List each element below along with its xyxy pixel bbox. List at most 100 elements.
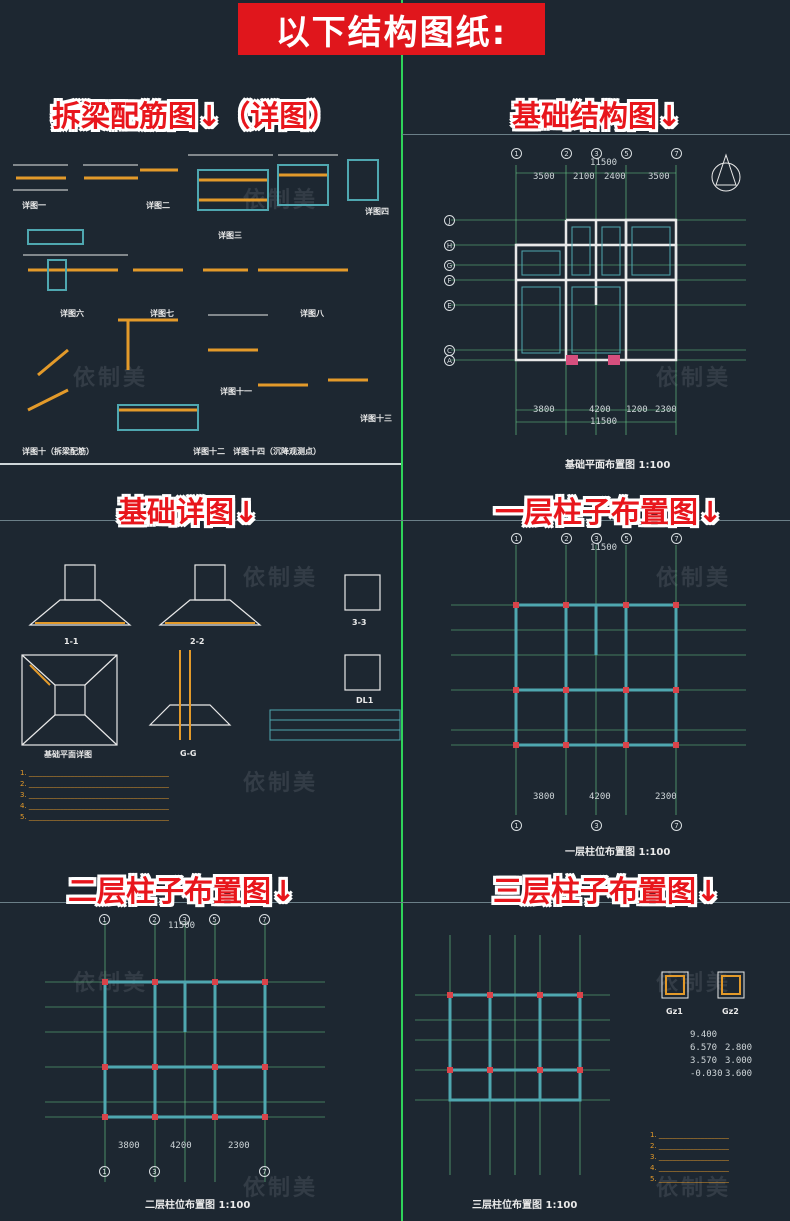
dim-bottom: 4200 xyxy=(170,1141,192,1151)
divider-2 xyxy=(0,463,401,465)
dim-bottom: 3800 xyxy=(118,1141,140,1151)
axis-bubble: 1 xyxy=(99,914,110,925)
axis-bubble: A xyxy=(444,355,455,366)
foundation-detail-label: G-G xyxy=(180,749,197,758)
watermark: 依制美 xyxy=(243,566,319,591)
axis-bubble: G xyxy=(444,260,455,271)
dim-total-top: 11500 xyxy=(168,921,196,931)
axis-bubble: H xyxy=(444,240,455,251)
dim-bottom: 1200 xyxy=(626,405,648,415)
axis-bubble: E xyxy=(444,300,455,311)
watermark: 依制美 xyxy=(656,566,732,591)
elevation: 3.600 xyxy=(725,1069,753,1079)
axis-bubble: 3 xyxy=(591,148,602,159)
dim-bottom: 3800 xyxy=(533,405,555,415)
beam-details-drawing xyxy=(13,154,379,431)
divider-1 xyxy=(402,134,790,135)
detail-label: 详图七 xyxy=(150,309,174,318)
axis-bubble: 5 xyxy=(621,148,632,159)
axis-bubble: 7 xyxy=(259,1166,270,1177)
vertical-divider xyxy=(401,0,403,1221)
divider-4 xyxy=(0,902,790,903)
foundation-plan-drawing xyxy=(451,153,746,435)
dim-bottom: 2300 xyxy=(655,405,677,415)
axis-bubble: 3 xyxy=(149,1166,160,1177)
foundation-detail-label: 3-3 xyxy=(352,618,367,627)
plan-title-foundation: 基础平面布置图 1:100 xyxy=(565,460,671,471)
axis-bubble: 1 xyxy=(511,148,522,159)
detail-label: 详图二 xyxy=(146,201,170,210)
axis-bubble: 1 xyxy=(511,533,522,544)
dim-bottom: 4200 xyxy=(589,405,611,415)
watermark: 依制美 xyxy=(243,771,319,796)
elevation: -0.030 xyxy=(690,1069,723,1079)
detail-label: 详图四 xyxy=(365,207,389,216)
column-sections-drawing xyxy=(661,971,745,999)
axis-bubble: 1 xyxy=(511,820,522,831)
foundation-detail-label: 1-1 xyxy=(64,637,79,646)
axis-bubble: 7 xyxy=(259,914,270,925)
dim-bottom: 2300 xyxy=(655,792,677,802)
axis-bubble: 2 xyxy=(561,533,572,544)
column-notes: 1. ____________________2. ______________… xyxy=(650,1131,729,1183)
detail-label: 详图八 xyxy=(300,309,324,318)
section-title-floor3: 三层柱子布置图↓ xyxy=(493,874,721,908)
section-title-foundation-detail: 基础详图↓ xyxy=(118,495,259,529)
axis-bubble: 3 xyxy=(591,820,602,831)
dim-bottom: 2300 xyxy=(228,1141,250,1151)
divider-3 xyxy=(0,520,790,521)
detail-label: 详图一 xyxy=(22,201,46,210)
floor1-plan-drawing xyxy=(451,545,746,815)
foundation-detail-label: 2-2 xyxy=(190,637,205,646)
axis-bubble: 7 xyxy=(671,820,682,831)
dim-total-top: 11500 xyxy=(590,543,618,553)
design-notes: 1. _____________________________________… xyxy=(20,769,169,821)
detail-label: 详图十一 xyxy=(220,387,252,396)
plan-title-floor2: 二层柱位布置图 1:100 xyxy=(145,1200,251,1211)
detail-label: 详图十（拆梁配筋） xyxy=(22,447,94,456)
detail-label: 详图六 xyxy=(60,309,84,318)
plan-title-floor1: 一层柱位布置图 1:100 xyxy=(565,847,671,858)
axis-bubble: 7 xyxy=(671,148,682,159)
detail-label: 详图十四（沉降观测点） xyxy=(233,447,321,456)
dim-bottom: 4200 xyxy=(589,792,611,802)
dim-top: 2100 xyxy=(573,172,595,182)
watermark: 依制美 xyxy=(243,1176,319,1201)
detail-label: 详图三 xyxy=(218,231,242,240)
plan-title-floor3: 三层柱位布置图 1:100 xyxy=(472,1200,578,1211)
elevation: 9.400 xyxy=(690,1030,718,1040)
dim-top: 3500 xyxy=(648,172,670,182)
axis-bubble: 7 xyxy=(671,533,682,544)
watermark: 依制美 xyxy=(73,366,149,391)
axis-bubble: 2 xyxy=(561,148,572,159)
banner-title: 以下结构图纸: xyxy=(238,3,545,55)
axis-bubble: 3 xyxy=(179,914,190,925)
detail-label: 详图十二 xyxy=(193,447,225,456)
detail-label: 详图十三 xyxy=(360,414,392,423)
column-label: Gz1 xyxy=(666,1007,683,1016)
axis-bubble: 2 xyxy=(149,914,160,925)
floor2-plan-drawing xyxy=(45,922,325,1182)
foundation-plan-detail-title: 基础平面详图 xyxy=(44,750,92,759)
column-label: Gz2 xyxy=(722,1007,739,1016)
axis-bubble: 3 xyxy=(591,533,602,544)
section-title-floor2: 二层柱子布置图↓ xyxy=(68,874,296,908)
dim-total-bottom: 11500 xyxy=(590,417,618,427)
dim-bottom: 3800 xyxy=(533,792,555,802)
dim-top: 3500 xyxy=(533,172,555,182)
watermark: 依制美 xyxy=(656,366,732,391)
section-title-floor1: 一层柱子布置图↓ xyxy=(495,495,723,529)
axis-bubble: 5 xyxy=(621,533,632,544)
foundation-detail-label: DL1 xyxy=(356,696,374,705)
elevation: 6.570 xyxy=(690,1043,718,1053)
elevation: 3.570 xyxy=(690,1056,718,1066)
elevation: 2.800 xyxy=(725,1043,753,1053)
axis-bubble: 1 xyxy=(99,1166,110,1177)
elevation: 3.000 xyxy=(725,1056,753,1066)
axis-bubble: 5 xyxy=(209,914,220,925)
dim-top: 2400 xyxy=(604,172,626,182)
axis-bubble: F xyxy=(444,275,455,286)
watermark: 依制美 xyxy=(656,1176,732,1201)
foundation-details-drawing xyxy=(21,564,401,746)
dim-total-top: 11500 xyxy=(590,158,618,168)
